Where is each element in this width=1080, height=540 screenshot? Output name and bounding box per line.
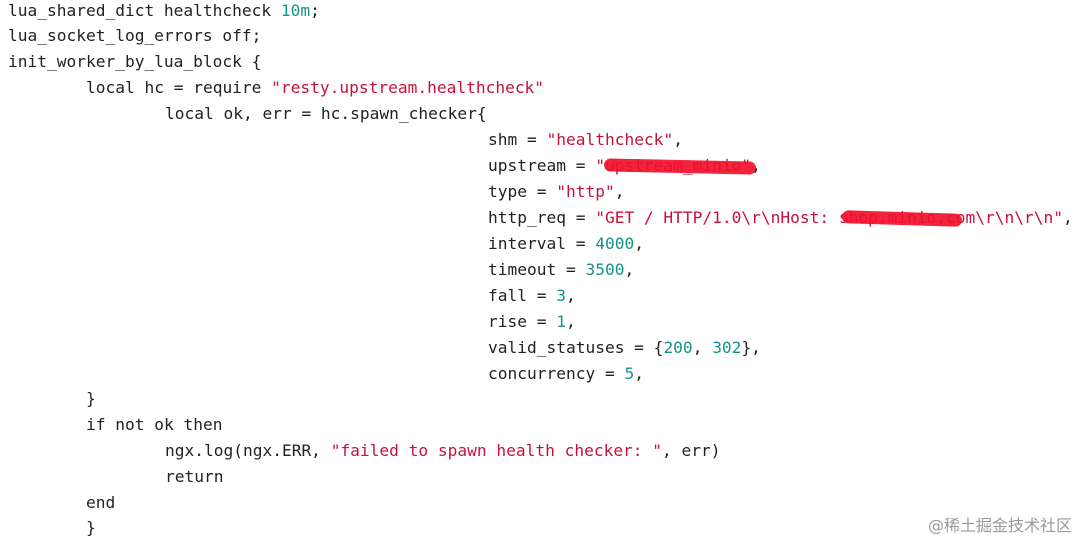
code-line: local ok, err = hc.spawn_checker{ <box>165 104 487 123</box>
code-line: init_worker_by_lua_block { <box>8 52 262 71</box>
code-line: end <box>86 493 116 512</box>
code-line: lua_shared_dict healthcheck 10m; <box>8 1 320 20</box>
code-line: ngx.log(ngx.ERR, "failed to spawn health… <box>165 441 721 460</box>
code-line: valid_statuses = {200, 302}, <box>488 338 761 357</box>
code-line: shm = "healthcheck", <box>488 130 683 149</box>
code-line: lua_socket_log_errors off; <box>8 26 262 45</box>
code-line: } <box>86 389 96 408</box>
code-line: http_req = "GET / HTTP/1.0\r\nHost: shop… <box>488 208 1073 227</box>
code-line: interval = 4000, <box>488 234 644 253</box>
code-line: concurrency = 5, <box>488 364 644 383</box>
code-line: } <box>86 518 96 537</box>
code-line: type = "http", <box>488 182 625 201</box>
watermark: @稀土掘金技术社区 <box>927 516 1072 535</box>
code-line: return <box>165 467 224 486</box>
code-line: local hc = require "resty.upstream.healt… <box>86 78 545 97</box>
code-line: if not ok then <box>86 415 223 434</box>
code-line: timeout = 3500, <box>488 260 635 279</box>
code-line: rise = 1, <box>488 312 576 331</box>
code-line: fall = 3, <box>488 286 576 305</box>
